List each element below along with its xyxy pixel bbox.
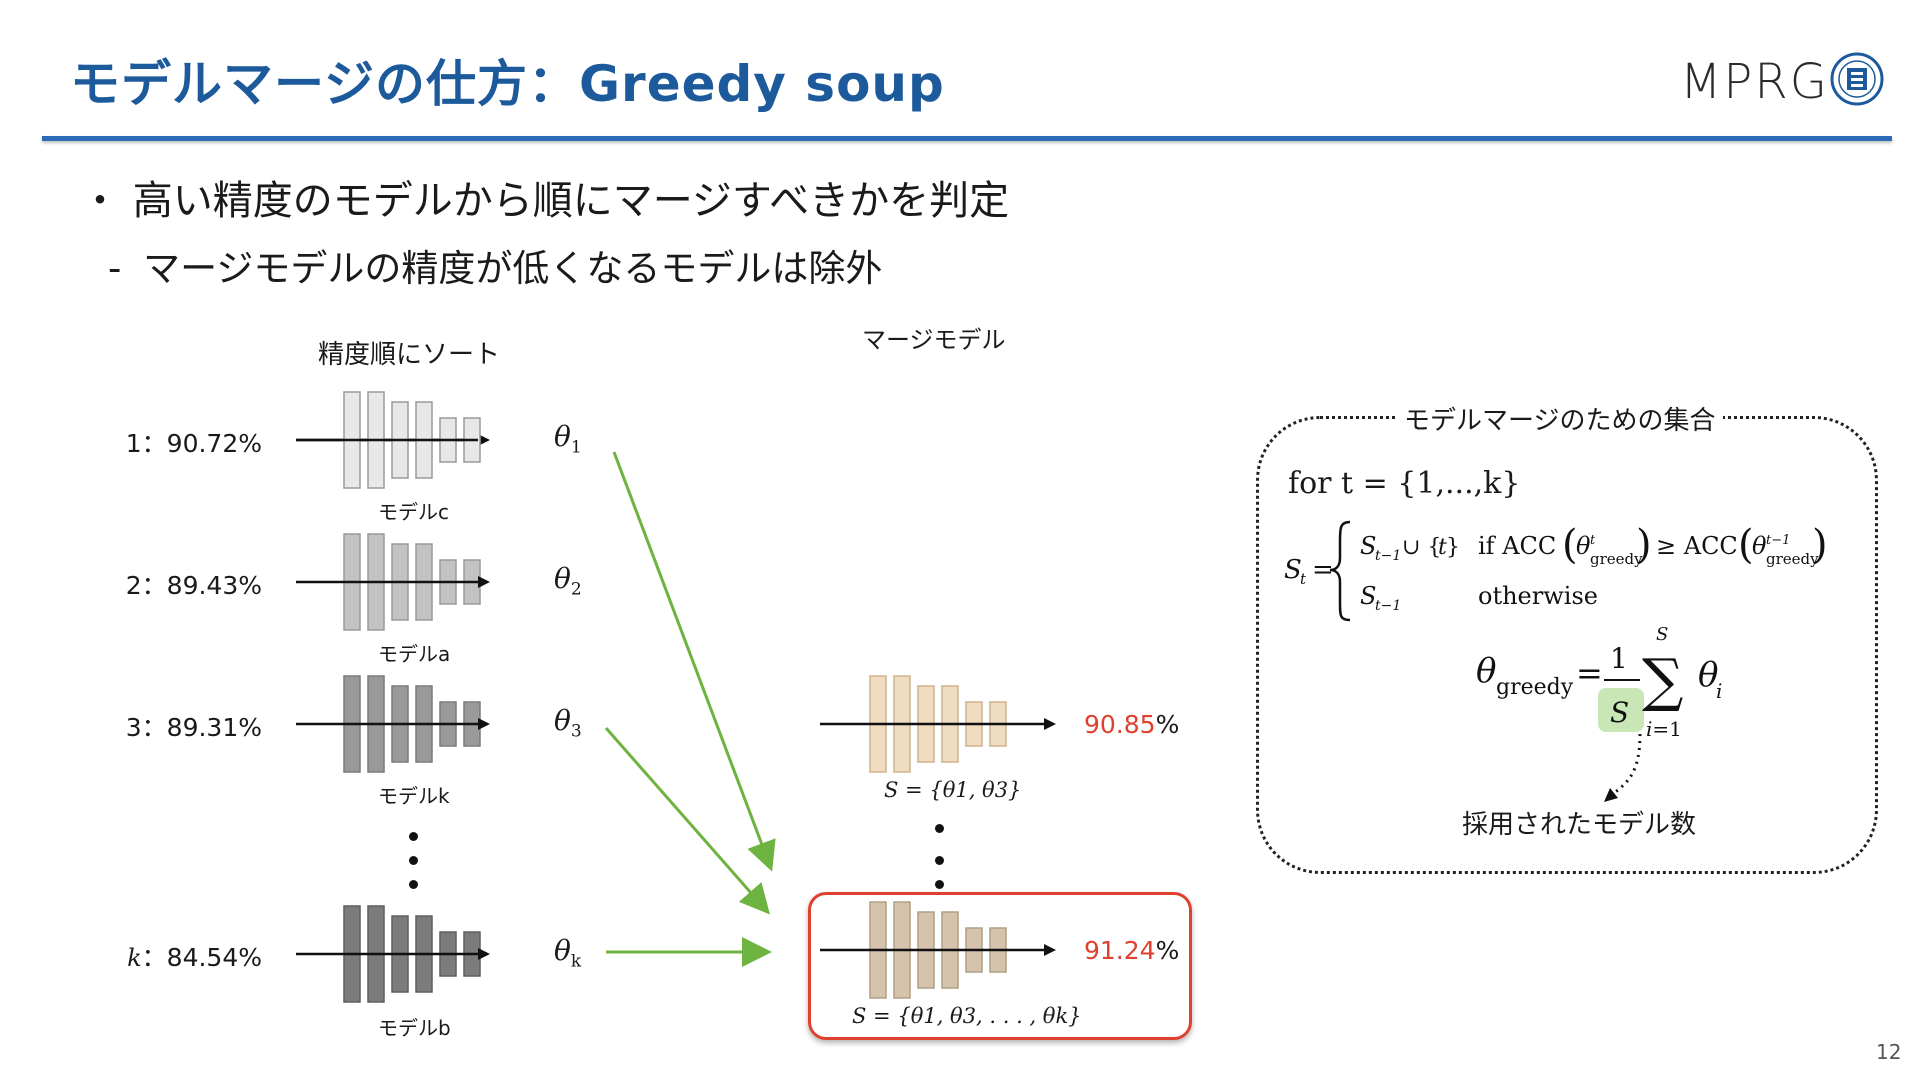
svg-text:}: } — [1446, 535, 1460, 560]
svg-text:θ: θ — [1576, 532, 1591, 560]
svg-text:θ: θ — [1476, 651, 1496, 691]
svg-text:t: t — [1300, 570, 1307, 588]
theta-1: θ1 — [554, 420, 582, 458]
svg-text:): ) — [1812, 522, 1828, 568]
svg-text:=: = — [1312, 555, 1334, 585]
svg-text:S: S — [1284, 555, 1302, 585]
svg-text:≥ ACC: ≥ ACC — [1656, 532, 1738, 560]
ellipsis-dot — [409, 832, 418, 841]
arrow-theta3-to-merge — [604, 727, 770, 915]
bullet-sub-text: マージモデルの精度が低くなるモデルは除外 — [143, 247, 883, 290]
model-name-c: モデルc — [378, 500, 449, 524]
svg-text:greedy: greedy — [1766, 550, 1819, 568]
merge-accuracy-2: 91.24% — [1084, 936, 1180, 965]
svg-text:greedy: greedy — [1496, 675, 1574, 700]
model-c-network-icon — [296, 391, 490, 489]
svg-text:otherwise: otherwise — [1478, 582, 1598, 610]
svg-text:i: i — [1716, 679, 1722, 703]
svg-text:greedy: greedy — [1590, 550, 1643, 568]
merge-model-1-network-icon — [820, 675, 1056, 773]
svg-text:(: ( — [1738, 522, 1754, 568]
svg-text:(: ( — [1562, 522, 1578, 568]
sorted-heading: 精度順にソート — [318, 340, 501, 370]
model-rank-k: k：84.54% — [127, 943, 262, 972]
svg-text:t: t — [1590, 533, 1596, 548]
svg-text:S: S — [1656, 624, 1668, 645]
model-a-network-icon — [296, 533, 490, 631]
bullet-main-text: 高い精度のモデルから順にマージすべきかを判定 — [132, 178, 1010, 224]
ellipsis-dot — [935, 856, 944, 865]
formula-box-title: モデルマージのための集合 — [1396, 400, 1724, 437]
model-rank-2: 2：89.43% — [125, 571, 262, 600]
svg-text:t: t — [1438, 535, 1447, 560]
model-k-network-icon — [296, 675, 490, 773]
svg-text:if ACC: if ACC — [1478, 532, 1556, 560]
adopted-model-count-label: 採用されたモデル数 — [1462, 810, 1697, 840]
bullet-main: ・ 高い精度のモデルから順にマージすべきかを判定 — [80, 168, 1009, 226]
svg-text:1: 1 — [1610, 642, 1628, 675]
merge-heading: マージモデル — [862, 326, 1006, 354]
model-name-k: モデルk — [378, 784, 450, 808]
model-rank-1: 1：90.72% — [125, 429, 262, 458]
title-divider — [42, 136, 1892, 141]
theta-greedy-formula: θ greedy = 1 S S ∑ i=1 θ i — [1476, 624, 1722, 741]
mprg-logo: MPRG — [1680, 50, 1884, 116]
merge-set-label-2: S = {θ1, θ3, . . . , θk} — [852, 1004, 1082, 1028]
theta-k: θk — [554, 934, 582, 972]
theta-2: θ2 — [554, 562, 582, 600]
model-b-network-icon — [296, 905, 490, 1003]
svg-text:t−1: t−1 — [1375, 548, 1401, 564]
svg-text:θ: θ — [1698, 655, 1718, 695]
merge-accuracy-1: 90.85% — [1084, 710, 1180, 739]
merge-model-2-network-icon — [820, 901, 1056, 999]
theta-3: θ3 — [554, 704, 582, 742]
dotted-pointer-arrow — [1604, 733, 1642, 802]
svg-text:∪ {: ∪ { — [1402, 535, 1441, 560]
svg-text:t−1: t−1 — [1375, 598, 1401, 614]
ellipsis-dot — [409, 856, 418, 865]
sub-bullet-marker: - — [108, 247, 122, 290]
bullet-marker: ・ — [80, 178, 120, 224]
svg-text:S: S — [1610, 696, 1629, 729]
svg-text:S: S — [1360, 582, 1376, 610]
svg-text:=: = — [1576, 654, 1603, 692]
ellipsis-dot — [935, 824, 944, 833]
svg-text:θ: θ — [1752, 532, 1767, 560]
logo-text: MPRG — [1680, 54, 1829, 110]
svg-text:): ) — [1636, 522, 1652, 568]
best-merge-highlight — [808, 892, 1192, 1040]
svg-text:i=1: i=1 — [1646, 717, 1682, 741]
svg-text:t−1: t−1 — [1766, 533, 1790, 548]
university-seal-icon — [1830, 52, 1884, 106]
bullet-sub: - マージモデルの精度が低くなるモデルは除外 — [108, 238, 882, 292]
ellipsis-dot — [935, 880, 944, 889]
ellipsis-dot — [409, 880, 418, 889]
st-update-formula: S t = S t−1 ∪ { t } if ACC ( θ t greedy … — [1284, 520, 1828, 622]
page-number: 12 — [1876, 1040, 1902, 1064]
svg-text:S: S — [1360, 532, 1376, 560]
arrow-theta1-to-merge — [612, 451, 776, 872]
page-title: モデルマージの仕方：Greedy soup — [70, 55, 945, 113]
merge-set-label-1: S = {θ1, θ3} — [884, 778, 1022, 802]
model-name-a: モデルa — [378, 642, 451, 666]
model-name-b: モデルb — [378, 1016, 451, 1040]
for-loop-line: for t = {1,...,k} — [1288, 466, 1521, 501]
svg-text:∑: ∑ — [1642, 646, 1683, 714]
model-rank-3: 3：89.31% — [125, 713, 262, 742]
